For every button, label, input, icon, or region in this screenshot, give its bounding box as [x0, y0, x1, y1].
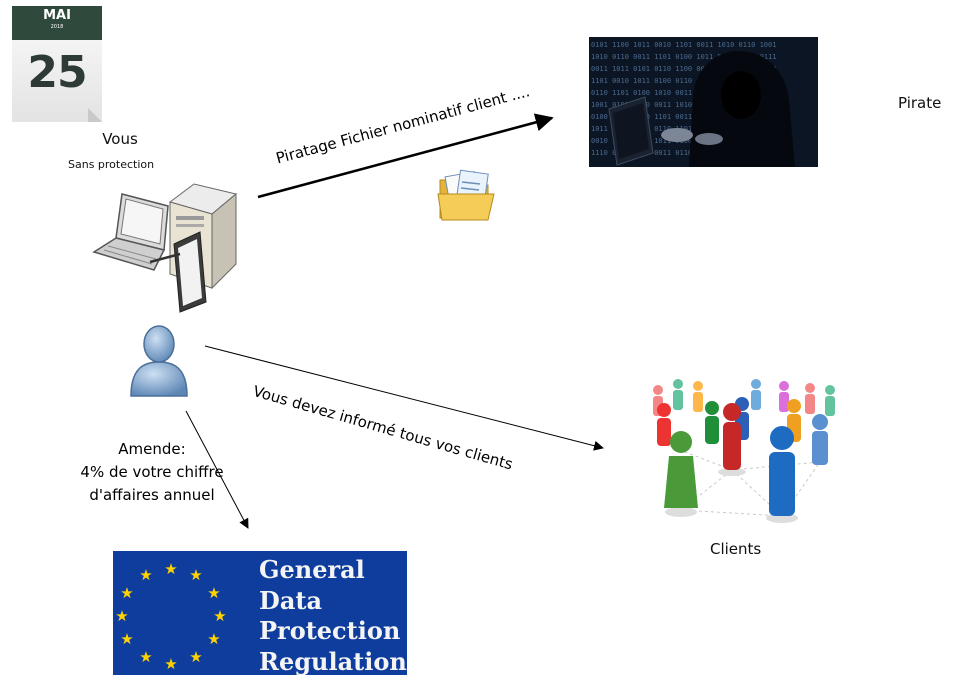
gdpr-banner: ★ ★ ★ ★ ★ ★ ★ ★ ★ ★ ★ ★ General Data Pro… [113, 551, 407, 675]
svg-text:★: ★ [139, 648, 152, 666]
svg-text:★: ★ [164, 655, 177, 673]
eu-flag-stars-icon: ★ ★ ★ ★ ★ ★ ★ ★ ★ ★ ★ ★ [113, 551, 253, 675]
svg-text:★: ★ [120, 584, 133, 602]
svg-text:★: ★ [115, 607, 128, 625]
amende-basis: d'affaires annuel [52, 484, 252, 507]
svg-text:0101 1100 1011 0010 1101 0011: 0101 1100 1011 0010 1101 0011 1010 0110 … [591, 41, 776, 49]
svg-text:★: ★ [207, 630, 220, 648]
pirate-label: Pirate [898, 94, 941, 112]
gdpr-line-general: General [259, 555, 407, 586]
amende-percent: 4% de votre chiffre [52, 461, 252, 484]
amende-block: Amende: 4% de votre chiffre d'affaires a… [52, 438, 252, 507]
svg-text:★: ★ [189, 566, 202, 584]
amende-title: Amende: [52, 438, 252, 461]
gdpr-title: General Data Protection Regulation [259, 555, 407, 677]
gdpr-line-regulation: Regulation [259, 647, 407, 677]
svg-text:★: ★ [207, 584, 220, 602]
clients-label: Clients [710, 540, 761, 558]
svg-text:★: ★ [164, 560, 177, 578]
svg-text:★: ★ [213, 607, 226, 625]
hacker-image: 0101 1100 1011 0010 1101 0011 1010 0110 … [589, 37, 818, 167]
gdpr-line-protection: Protection [259, 616, 407, 647]
gdpr-line-data: Data [259, 586, 407, 617]
folder-documents-icon [436, 168, 502, 224]
svg-text:★: ★ [120, 630, 133, 648]
svg-text:★: ★ [189, 648, 202, 666]
svg-text:★: ★ [139, 566, 152, 584]
clients-network-image [634, 370, 844, 530]
